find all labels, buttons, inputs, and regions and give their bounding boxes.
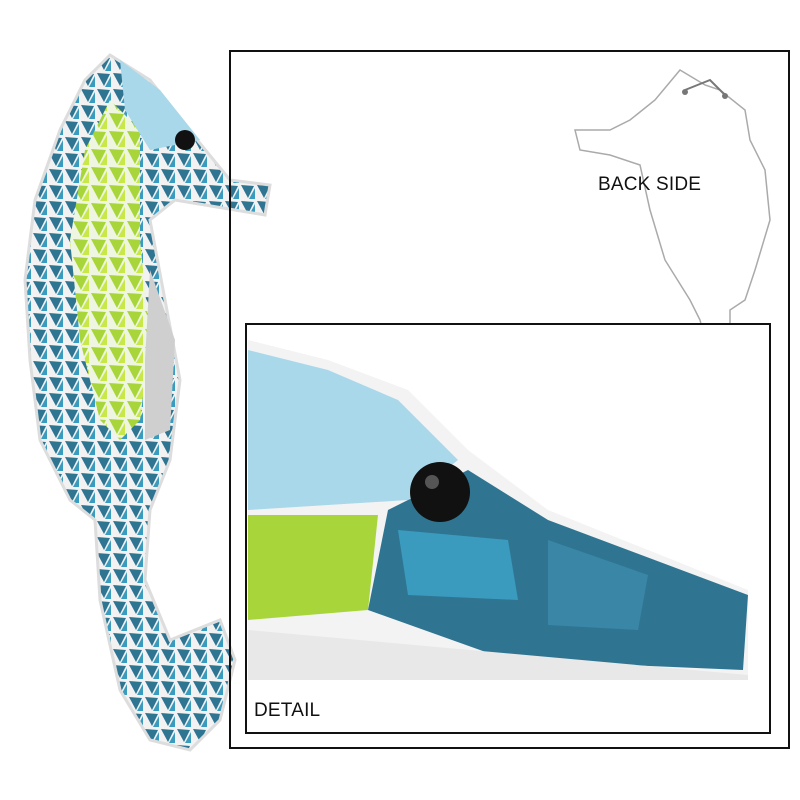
detail-closeup-image <box>248 340 748 680</box>
back-side-frame <box>229 50 790 749</box>
detail-label: DETAIL <box>254 700 321 721</box>
back-side-label: BACK SIDE <box>598 174 702 195</box>
mosaic-seahorse-image <box>23 53 272 752</box>
